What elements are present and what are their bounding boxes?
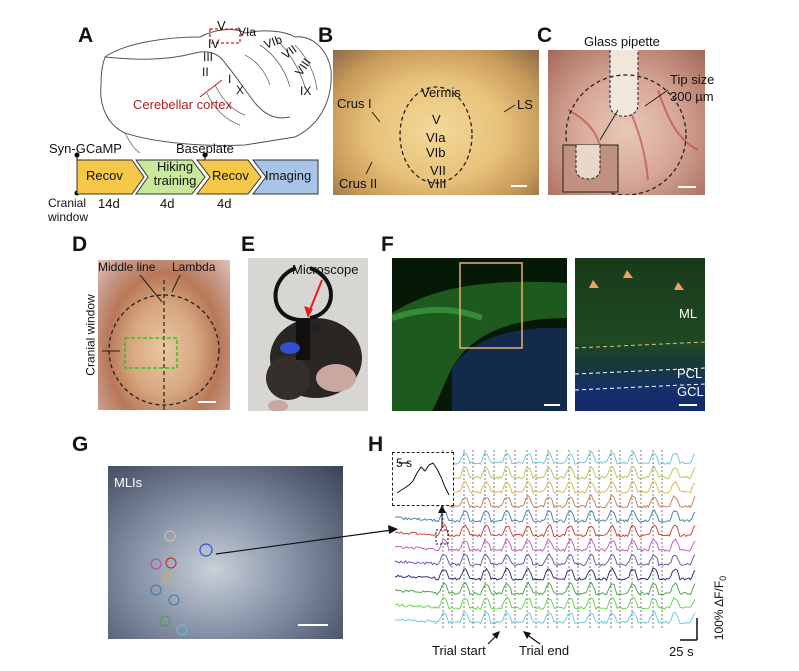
vermis-label: Vermis	[421, 85, 461, 100]
cerebellum-outline-diagram	[100, 28, 332, 154]
ls-label: LS	[517, 97, 533, 112]
layer-pcl: PCL	[677, 366, 703, 381]
crus-i-label: Crus I	[337, 96, 372, 111]
lobule-label-v: V	[217, 18, 226, 33]
panel-c-letter: C	[537, 24, 553, 47]
b-lobule-via: VIa	[426, 130, 446, 145]
microscope-label: Microscope	[292, 262, 359, 277]
panel-b-letter: B	[318, 24, 334, 47]
cerebellar-cortex-label: Cerebellar cortex	[133, 97, 232, 112]
calcium-traces-plot	[395, 450, 696, 630]
b-lobule-vib: VIb	[426, 145, 446, 160]
glass-pipette-label: Glass pipette	[584, 34, 660, 49]
baseplate-label: Baseplate	[176, 141, 234, 156]
layer-gcl: GCL	[677, 384, 704, 399]
b-lobule-vii: VII	[430, 163, 446, 178]
calcium-trace	[395, 553, 696, 567]
trace-inset	[392, 452, 454, 506]
time-scale-label: 25 s	[669, 644, 694, 659]
pipette-photo	[548, 50, 705, 195]
timeline-diagram	[74, 152, 319, 196]
stage-imaging: Imaging	[265, 168, 312, 183]
b-lobule-v: V	[432, 112, 441, 127]
panel-e-letter: E	[241, 233, 256, 256]
cranial-window-photo	[98, 260, 230, 410]
stage-recov-1: Recov	[86, 168, 123, 183]
lobule-label-x: X	[236, 83, 245, 97]
lobule-label-iii: III	[203, 50, 214, 64]
b-lobule-viii: VIII	[427, 176, 447, 191]
panel-d-letter: D	[72, 233, 88, 256]
middle-line-label: Middle line	[98, 260, 156, 274]
cranial-window-label: Cranial window	[48, 196, 89, 224]
duration-4d-a: 4d	[160, 196, 175, 211]
histology-zoom	[575, 258, 705, 411]
tip-size-value: 300 µm	[670, 89, 714, 104]
stage-hiking-training: Hiking training	[153, 159, 197, 188]
calcium-trace	[395, 611, 696, 625]
inset-time-scale: 5 s	[396, 456, 413, 470]
panel-a-letter: A	[78, 24, 94, 47]
lobule-label-ii: II	[202, 65, 209, 79]
trial-start-label: Trial start	[432, 643, 486, 658]
duration-4d-b: 4d	[217, 196, 232, 211]
syn-gcamp-label: Syn-GCaMP	[49, 141, 122, 156]
mouse-microscope-photo	[248, 258, 368, 411]
calcium-trace	[395, 538, 696, 553]
calcium-trace	[395, 596, 696, 611]
tip-size-label: Tip size	[670, 72, 715, 87]
stage-recov-2: Recov	[212, 168, 249, 183]
panel-h-letter: H	[368, 433, 384, 456]
crus-ii-label: Crus II	[339, 176, 378, 191]
histology-overview	[392, 258, 567, 411]
trial-end-label: Trial end	[519, 643, 570, 658]
panel-f-letter: F	[381, 233, 394, 256]
lobule-label-via: VIa	[238, 25, 257, 39]
lobule-label-ix: IX	[300, 84, 312, 98]
layer-ml: ML	[679, 306, 698, 321]
panel-g-letter: G	[72, 433, 89, 456]
calcium-trace	[395, 567, 696, 582]
lobule-label-i: I	[228, 72, 232, 86]
mlis-label: MLIs	[114, 475, 143, 490]
duration-14d: 14d	[98, 196, 120, 211]
calcium-trace	[395, 523, 696, 538]
calcium-trace	[395, 581, 696, 596]
lobule-label-iv: IV	[208, 37, 220, 51]
lambda-label: Lambda	[172, 260, 216, 274]
